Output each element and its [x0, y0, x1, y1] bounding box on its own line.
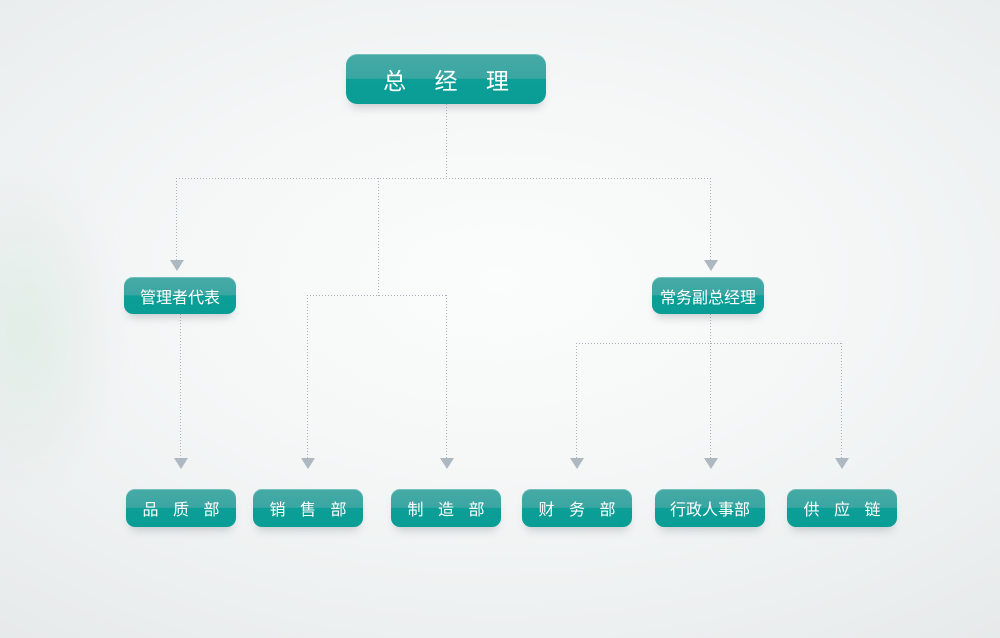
connector-deputy-gm-stem	[710, 314, 711, 344]
arrow-to-manufacturing	[440, 458, 454, 469]
node-supply-chain-department[interactable]: 供 应 链	[787, 489, 897, 527]
node-deputy-general-manager[interactable]: 常务副总经理	[652, 277, 764, 314]
node-management-representative[interactable]: 管理者代表	[124, 277, 236, 314]
connector-deputy-gm-bus	[576, 343, 841, 344]
arrow-to-management-rep	[170, 260, 184, 271]
connector-center-bus	[307, 295, 447, 296]
node-admin-hr-department[interactable]: 行政人事部	[655, 489, 765, 527]
node-sales-department[interactable]: 销 售 部	[253, 489, 363, 527]
arrow-to-sales	[301, 458, 315, 469]
connector-root-bus	[176, 178, 711, 179]
node-quality-department[interactable]: 品 质 部	[126, 489, 236, 527]
arrow-to-supply-chain	[835, 458, 849, 469]
arrow-to-quality	[174, 458, 188, 469]
arrow-to-finance	[570, 458, 584, 469]
connector-to-manufacturing	[446, 295, 447, 458]
connector-to-hr	[710, 343, 711, 458]
connector-center-stem	[378, 178, 379, 296]
node-manufacturing-department[interactable]: 制 造 部	[391, 489, 501, 527]
connector-root-stem	[446, 104, 447, 179]
connector-to-finance	[576, 343, 577, 458]
arrow-to-hr	[704, 458, 718, 469]
connector-to-supply-chain	[841, 343, 842, 458]
connector-management-rep-to-quality	[180, 314, 181, 458]
connector-to-sales	[307, 295, 308, 458]
node-finance-department[interactable]: 财 务 部	[522, 489, 632, 527]
arrow-to-deputy-gm	[704, 260, 718, 271]
node-general-manager[interactable]: 总 经 理	[346, 54, 546, 104]
connector-to-management-rep	[176, 178, 177, 260]
connector-to-deputy-gm	[710, 178, 711, 260]
